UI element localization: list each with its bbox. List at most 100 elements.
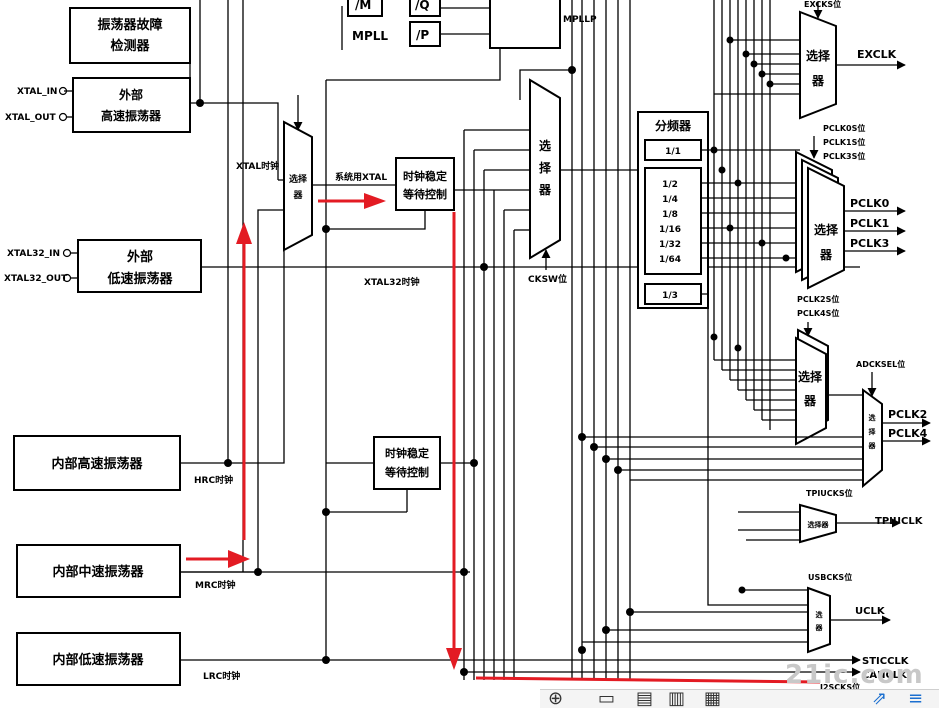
pll-p-label: /P <box>416 28 429 42</box>
xtal-clock-label: XTAL时钟 <box>236 160 279 172</box>
annotation-arrows <box>186 193 821 684</box>
pclk1-label: PCLK1 <box>850 217 889 230</box>
ext-low-label-2: 低速振荡器 <box>106 271 173 287</box>
xtal-selector <box>283 120 313 252</box>
pclk0-label: PCLK0 <box>850 197 890 210</box>
main-sel-3: 器 <box>538 183 552 197</box>
pclk24-selector <box>795 336 827 446</box>
usb-sel-1: 选 <box>816 610 823 619</box>
xtal-in-label: XTAL_IN <box>17 87 57 97</box>
internal-low-oscillator <box>16 632 181 686</box>
div-1-64: 1/64 <box>659 255 681 265</box>
wait1-label-2: 等待控制 <box>402 187 447 201</box>
wait-control-2 <box>373 436 441 490</box>
pclk3s-label: PCLK3S位 <box>823 151 865 161</box>
pclk3-label: PCLK3 <box>850 237 889 250</box>
xtal32-out-label: XTAL32_OUT <box>4 274 68 284</box>
pclk-sel-1: 选择 <box>814 222 839 237</box>
cksw-label: CKSW位 <box>528 273 567 285</box>
osc-fault-label-1: 振荡器故障 <box>97 17 162 33</box>
adc-sel-1: 选 <box>869 413 876 422</box>
xtal-out-label: XTAL_OUT <box>5 113 57 123</box>
div-1-1: 1/1 <box>665 147 681 157</box>
pclk2-label: PCLK2 <box>888 408 927 421</box>
xtal32-in-label: XTAL32_IN <box>7 249 60 259</box>
div-1-16: 1/16 <box>659 225 681 235</box>
excks-sel-1: 选择 <box>806 48 831 63</box>
osc-fault-label-2: 检测器 <box>110 38 150 54</box>
ext-low-label-1: 外部 <box>126 249 153 265</box>
int-mid-label: 内部中速振荡器 <box>52 564 144 580</box>
uclk-label: UCLK <box>855 606 886 617</box>
excks-selector <box>799 10 837 120</box>
div-1-3: 1/3 <box>662 291 678 301</box>
main-selector <box>529 78 561 260</box>
pll-output-block <box>489 0 561 49</box>
pclk0s-label: PCLK0S位 <box>823 123 865 133</box>
pll-m-block <box>347 0 383 17</box>
pclk4s-label: PCLK4S位 <box>797 308 839 318</box>
pclk1s-label: PCLK1S位 <box>823 137 865 147</box>
int-high-label: 内部高速振荡器 <box>51 456 143 472</box>
more-icon[interactable]: ≡ <box>908 688 924 709</box>
two-page-icon[interactable]: ▥ <box>668 688 686 709</box>
share-icon[interactable]: ⇗ <box>872 688 888 709</box>
excks-sel-2: 器 <box>811 74 825 88</box>
pclk24-sel-2: 器 <box>803 394 817 408</box>
page-single-icon[interactable]: ▭ <box>598 688 616 709</box>
wait1-label-1: 时钟稳定 <box>403 169 447 183</box>
adcksel-label: ADCKSEL位 <box>856 359 905 369</box>
usbcks-label: USBCKS位 <box>808 572 852 582</box>
usb-sel-2: 器 <box>815 623 824 632</box>
sys-xtal-label: 系统用XTAL <box>335 171 387 183</box>
main-sel-2: 择 <box>539 160 552 175</box>
usbcks-selector <box>807 586 831 654</box>
ext-high-label-1: 外部 <box>119 87 143 102</box>
canclk-label: CANCLK <box>862 670 908 681</box>
sticclk-label: STICCLK <box>862 656 910 667</box>
mpllp-label: MPLLP <box>563 15 597 25</box>
xtal32-clock-label: XTAL32时钟 <box>364 276 420 288</box>
pclk24-sel-1: 选择 <box>798 369 823 384</box>
int-low-label: 内部低速振荡器 <box>52 652 144 668</box>
tpiuclk-label: TPIUCLK <box>875 516 924 527</box>
internal-high-oscillator <box>13 435 181 491</box>
i2scks-label: I2SCKS位 <box>820 682 860 692</box>
lrc-clock-label: LRC时钟 <box>203 670 240 682</box>
adcksel-selector <box>862 388 883 489</box>
main-sel-1: 选 <box>539 138 551 153</box>
mpll-label: MPLL <box>352 29 388 43</box>
book-icon[interactable]: ▦ <box>704 688 722 709</box>
tpiucks-label: TPIUCKS位 <box>806 488 853 498</box>
oscillator-fault-detector <box>69 7 191 64</box>
div-1-32: 1/32 <box>659 240 681 250</box>
wait2-label-1: 时钟稳定 <box>385 446 429 460</box>
internal-mid-oscillator <box>16 544 181 598</box>
pll-m-label: /M <box>355 0 371 12</box>
pll-q-block <box>409 0 441 17</box>
divider-title: 分频器 <box>655 118 692 133</box>
page-fit-icon[interactable]: ▤ <box>636 688 654 709</box>
wait-control-1 <box>395 157 455 211</box>
div-1-4: 1/4 <box>662 195 678 205</box>
pclk4-label: PCLK4 <box>888 427 928 440</box>
pclk-sel-2: 器 <box>819 248 833 262</box>
xtal-sel-label-1: 选择 <box>289 173 308 185</box>
adc-sel-3: 器 <box>868 441 877 450</box>
wait2-label-2: 等待控制 <box>384 465 429 479</box>
external-high-oscillator <box>72 77 191 133</box>
viewer-toolbar: ⊕ ▭ ▤ ▥ ▦ ⇗ ≡ <box>540 688 939 709</box>
tpiu-sel: 选择器 <box>808 520 830 529</box>
watermark: 21ic.com <box>785 660 924 690</box>
div-1-8: 1/8 <box>662 210 678 220</box>
exclk-label: EXCLK <box>857 48 897 61</box>
adc-sel-2: 择 <box>869 427 877 436</box>
xtal-sel-label-2: 器 <box>292 190 303 201</box>
pclk2s-label: PCLK2S位 <box>797 294 839 304</box>
pclk-selector <box>807 166 845 290</box>
zoom-icon[interactable]: ⊕ <box>548 688 564 709</box>
ext-high-label-2: 高速振荡器 <box>101 108 162 123</box>
exckss-label: EXCKS位 <box>804 0 841 9</box>
mrc-clock-label: MRC时钟 <box>195 579 236 591</box>
